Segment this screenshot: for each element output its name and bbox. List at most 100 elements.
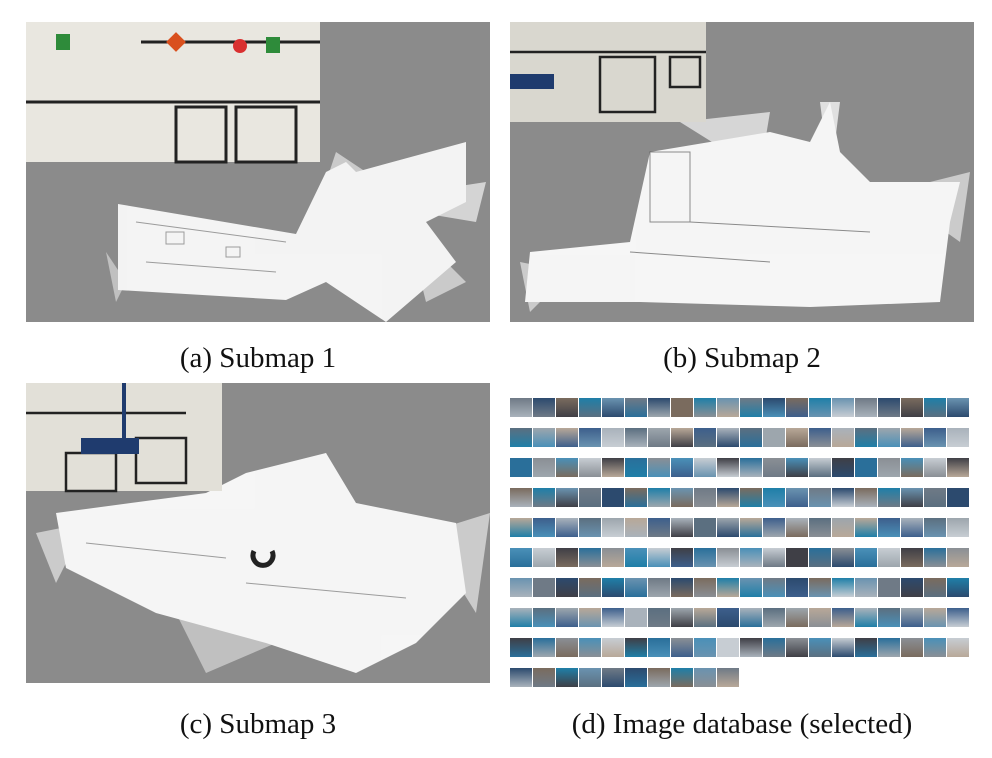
image-thumbnail — [648, 548, 670, 567]
image-thumbnail — [901, 458, 923, 477]
image-thumbnail — [717, 668, 739, 687]
image-thumbnail — [671, 608, 693, 627]
image-thumbnail — [763, 488, 785, 507]
image-thumbnail — [694, 668, 716, 687]
image-thumbnail — [533, 398, 555, 417]
image-thumbnail — [763, 518, 785, 537]
thumbnail-row — [510, 488, 970, 507]
image-thumbnail — [924, 458, 946, 477]
image-thumbnail — [786, 608, 808, 627]
image-thumbnail — [832, 608, 854, 627]
image-thumbnail — [717, 578, 739, 597]
caption-c: (c) Submap 3 — [179, 708, 337, 740]
image-thumbnail — [809, 518, 831, 537]
image-thumbnail — [947, 488, 969, 507]
image-thumbnail — [694, 428, 716, 447]
image-thumbnail — [717, 638, 739, 657]
image-thumbnail — [924, 428, 946, 447]
image-thumbnail — [579, 668, 601, 687]
image-thumbnail — [671, 518, 693, 537]
thumbnail-row — [510, 578, 970, 597]
image-thumbnail — [924, 638, 946, 657]
image-thumbnail — [579, 398, 601, 417]
image-thumbnail — [602, 398, 624, 417]
image-thumbnail — [625, 638, 647, 657]
image-thumbnail — [556, 668, 578, 687]
image-thumbnail — [809, 608, 831, 627]
image-thumbnail — [947, 428, 969, 447]
image-thumbnail — [763, 608, 785, 627]
image-thumbnail — [556, 638, 578, 657]
image-thumbnail — [832, 488, 854, 507]
image-thumbnail — [694, 638, 716, 657]
image-thumbnail — [809, 638, 831, 657]
image-thumbnail — [763, 638, 785, 657]
image-thumbnail — [533, 548, 555, 567]
thumbnail-row — [510, 638, 970, 657]
image-thumbnail — [786, 488, 808, 507]
image-thumbnail — [671, 458, 693, 477]
image-thumbnail — [648, 518, 670, 537]
image-thumbnail — [740, 578, 762, 597]
image-thumbnail — [763, 428, 785, 447]
image-thumbnail — [694, 458, 716, 477]
image-thumbnail — [556, 578, 578, 597]
image-thumbnail — [533, 488, 555, 507]
image-thumbnail — [740, 428, 762, 447]
image-thumbnail — [579, 458, 601, 477]
image-thumbnail — [832, 428, 854, 447]
image-thumbnail — [740, 518, 762, 537]
image-thumbnail — [855, 638, 877, 657]
image-thumbnail — [947, 608, 969, 627]
image-thumbnail — [579, 488, 601, 507]
image-thumbnail — [947, 638, 969, 657]
image-thumbnail — [625, 668, 647, 687]
image-thumbnail — [717, 548, 739, 567]
image-thumbnail — [602, 608, 624, 627]
image-thumbnail — [717, 518, 739, 537]
submap-3-map — [26, 383, 490, 683]
image-thumbnail — [579, 638, 601, 657]
image-thumbnail — [671, 638, 693, 657]
image-thumbnail — [510, 518, 532, 537]
image-thumbnail — [694, 398, 716, 417]
image-thumbnail — [740, 488, 762, 507]
image-thumbnail — [740, 398, 762, 417]
image-thumbnail — [717, 608, 739, 627]
image-thumbnail — [556, 398, 578, 417]
image-thumbnail — [579, 578, 601, 597]
image-thumbnail — [924, 578, 946, 597]
image-thumbnail — [717, 428, 739, 447]
image-thumbnail — [694, 548, 716, 567]
image-thumbnail — [556, 428, 578, 447]
image-thumbnail — [855, 488, 877, 507]
image-thumbnail — [648, 638, 670, 657]
image-thumbnail — [510, 428, 532, 447]
image-thumbnail — [855, 428, 877, 447]
image-thumbnail — [694, 608, 716, 627]
image-thumbnail — [510, 458, 532, 477]
image-thumbnail — [878, 458, 900, 477]
image-thumbnail — [556, 458, 578, 477]
submap-1-map — [26, 22, 490, 322]
image-thumbnail — [510, 578, 532, 597]
image-thumbnail — [878, 578, 900, 597]
image-thumbnail — [556, 608, 578, 627]
image-thumbnail — [832, 458, 854, 477]
image-thumbnail — [510, 668, 532, 687]
image-thumbnail — [694, 518, 716, 537]
thumbnail-row — [510, 518, 970, 537]
image-thumbnail — [602, 578, 624, 597]
image-thumbnail — [533, 638, 555, 657]
image-thumbnail — [625, 548, 647, 567]
image-thumbnail — [855, 548, 877, 567]
image-thumbnail — [602, 548, 624, 567]
image-thumbnail — [510, 638, 532, 657]
image-thumbnail — [901, 488, 923, 507]
image-thumbnail — [671, 428, 693, 447]
submap-2-panel — [510, 22, 974, 322]
image-thumbnail — [671, 578, 693, 597]
image-thumbnail — [855, 608, 877, 627]
thumbnail-row — [510, 548, 970, 567]
image-thumbnail — [625, 608, 647, 627]
